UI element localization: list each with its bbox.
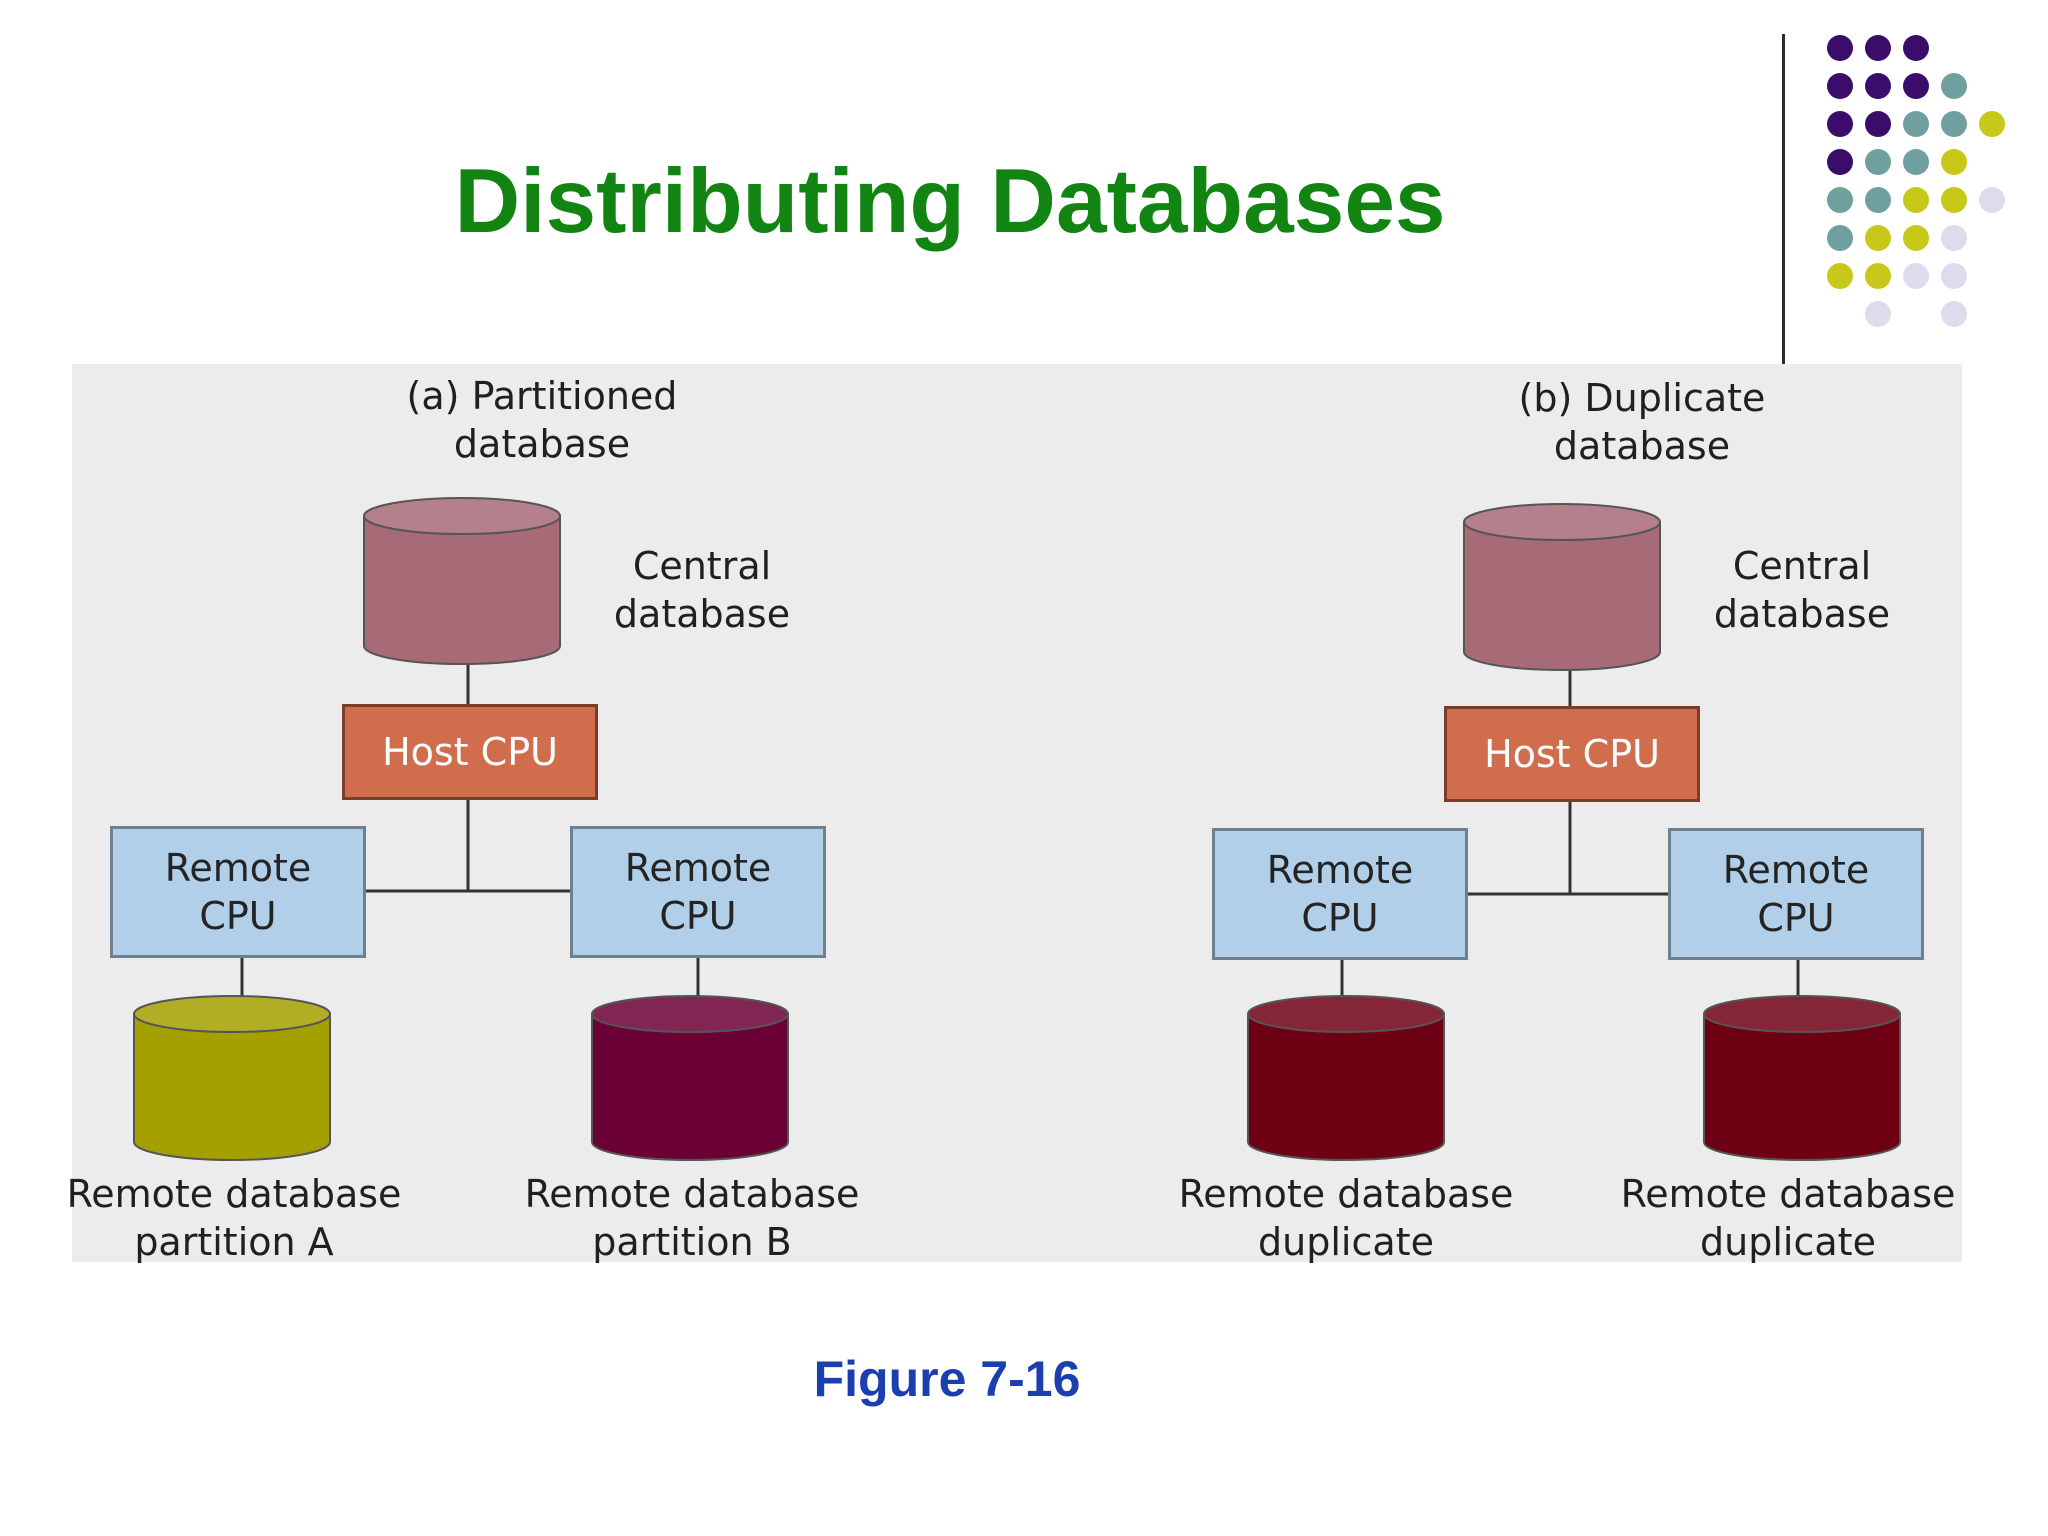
decorative-dot: [1903, 225, 1929, 251]
partitioned-heading: (a) Partitioned database: [406, 374, 678, 466]
decorative-dot: [1827, 187, 1853, 213]
remote-database-duplicate-left-cylinder: [1247, 995, 1445, 1161]
remote-database-duplicate-left-label: Remote database duplicate: [1178, 1172, 1514, 1264]
decorative-dot: [1903, 111, 1929, 137]
remote-cpu-a-right: Remote CPU: [570, 826, 826, 958]
remote-database-partition-b-cylinder: [591, 995, 789, 1161]
decorative-dot: [1827, 263, 1853, 289]
diagram-panel: (a) Partitioned database Central databas…: [67, 364, 1962, 1264]
decorative-dot: [1903, 73, 1929, 99]
remote-database-partition-b-label: Remote database partition B: [524, 1172, 860, 1264]
decorative-dot: [1941, 301, 1967, 327]
central-database-a-cylinder: [363, 497, 561, 665]
decorative-dot: [1941, 73, 1967, 99]
host-cpu-a: Host CPU: [342, 704, 598, 800]
figure-caption: Figure 7-16: [813, 1351, 1081, 1407]
decorative-dot: [1827, 149, 1853, 175]
decorative-dot: [1827, 225, 1853, 251]
decorative-dot: [1903, 187, 1929, 213]
decorative-dot: [1865, 35, 1891, 61]
decorative-dot: [1865, 149, 1891, 175]
host-cpu-b: Host CPU: [1444, 706, 1700, 802]
diagram-canvas: [133, 497, 1901, 1161]
slide-title: Distributing Databases: [454, 151, 1446, 252]
decorative-dot: [1865, 301, 1891, 327]
decorative-dot: [1827, 35, 1853, 61]
central-database-a-label: Central database: [613, 544, 791, 636]
decorative-dot: [1903, 149, 1929, 175]
decorative-dot: [1865, 225, 1891, 251]
remote-database-duplicate-right-label: Remote database duplicate: [1620, 1172, 1956, 1264]
remote-cpu-b-left: Remote CPU: [1212, 828, 1468, 960]
decorative-dot-grid: [1827, 35, 2005, 327]
decorative-dot: [1865, 263, 1891, 289]
decorative-dot: [1941, 111, 1967, 137]
central-database-b-cylinder: [1463, 503, 1661, 671]
decorative-dot: [1865, 111, 1891, 137]
remote-cpu-a-left: Remote CPU: [110, 826, 366, 958]
decorative-dot: [1865, 187, 1891, 213]
duplicate-heading: (b) Duplicate database: [1518, 376, 1766, 468]
decorative-dot: [1827, 111, 1853, 137]
remote-database-partition-a-cylinder: [133, 995, 331, 1161]
decorative-dot: [1903, 263, 1929, 289]
decorative-dot: [1903, 35, 1929, 61]
decorative-dot: [1979, 111, 2005, 137]
central-database-b-label: Central database: [1713, 544, 1891, 636]
decorative-dot: [1865, 73, 1891, 99]
decorative-dot: [1941, 263, 1967, 289]
remote-database-duplicate-right-cylinder: [1703, 995, 1901, 1161]
title-divider: [1782, 34, 1785, 364]
remote-cpu-b-right: Remote CPU: [1668, 828, 1924, 960]
decorative-dot: [1941, 225, 1967, 251]
remote-database-partition-a-label: Remote database partition A: [66, 1172, 402, 1264]
decorative-dot: [1941, 187, 1967, 213]
decorative-dot: [1979, 187, 2005, 213]
decorative-dot: [1827, 73, 1853, 99]
decorative-dot: [1941, 149, 1967, 175]
